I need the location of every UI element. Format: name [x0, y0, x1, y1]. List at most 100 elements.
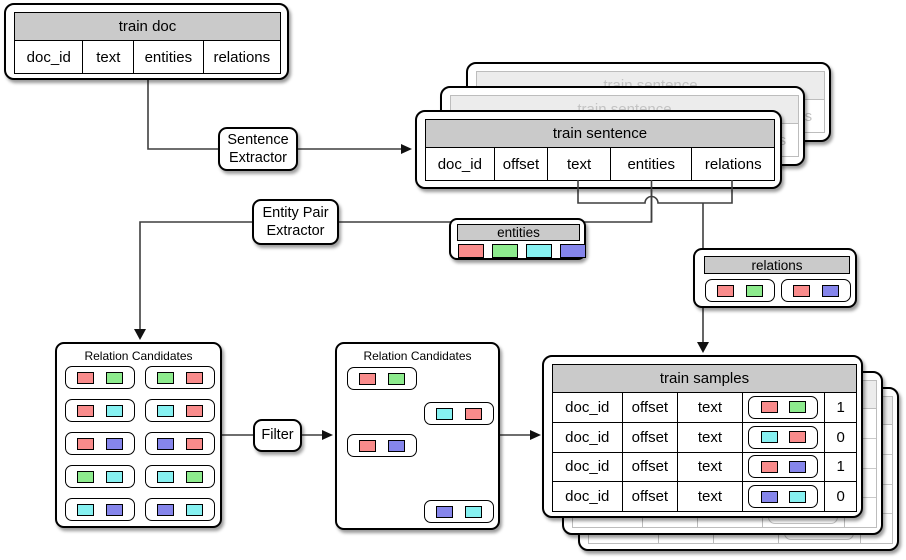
cyan-entity-swatch [789, 490, 807, 503]
train-samples-offset-cell: offset [623, 452, 679, 482]
cyan-entity-swatch [760, 431, 778, 444]
green-entity-swatch [745, 284, 763, 297]
entity-pair-extractor-label-line1: Entity Pair [262, 204, 329, 221]
train-samples-pair-cell [743, 393, 826, 422]
train-samples-doc_id-cell: doc_id [553, 422, 623, 452]
train-samples-title: train samples [553, 365, 856, 393]
entity-pair-cyan-red [748, 425, 819, 449]
cyan-entity-swatch [526, 244, 552, 258]
entity-pair-cyan-red [145, 399, 215, 422]
red-entity-swatch [359, 372, 377, 385]
filter-box: Filter [253, 419, 302, 452]
relations-chip-title: relations [704, 256, 850, 274]
relation-candidates-title: Relation Candidates [84, 349, 193, 363]
cyan-entity-swatch [105, 404, 123, 417]
column-offset: offset [495, 148, 549, 180]
train-samples-doc_id-cell: doc_id [553, 482, 623, 511]
entity-pair-cyan-green [145, 465, 215, 488]
train-samples-label-cell: 0 [836, 488, 845, 506]
entity-pair-extractor-label-line2: Extractor [266, 223, 325, 239]
green-entity-swatch [789, 401, 807, 414]
cyan-entity-swatch [157, 404, 175, 417]
entity-pair-cyan-red [424, 402, 494, 425]
cyan-entity-swatch [464, 505, 482, 518]
column-relations: relations [704, 155, 762, 173]
sentence-extractor-label-line1: Sentence [227, 131, 289, 148]
entity-pair-red-green [65, 366, 135, 389]
train-samples-pair-cell [743, 422, 826, 452]
red-entity-swatch [77, 437, 95, 450]
red-entity-swatch [77, 404, 95, 417]
blue-entity-swatch [789, 460, 807, 473]
relations-chip-pairs [705, 279, 851, 302]
entity-pair-red-blue [65, 432, 135, 455]
arrowhead-into-filtered-candidates [322, 430, 333, 440]
train-samples-offset-cell: offset [623, 422, 679, 452]
sentence-extractor-box: Sentence Extractor [218, 127, 298, 171]
entity-pair-red-blue [347, 434, 417, 457]
edge-entities-to-relationcandidates [139, 190, 653, 332]
red-entity-swatch [717, 284, 735, 297]
train-samples-label-cell: 1 [836, 398, 845, 416]
column-text: text [548, 148, 611, 180]
entity-pair-red-blue [781, 279, 851, 302]
red-entity-swatch [185, 437, 203, 450]
green-entity-swatch [185, 470, 203, 483]
arrowhead-into-trainsamples-left [530, 430, 541, 440]
cyan-entity-swatch [185, 503, 203, 516]
blue-entity-swatch [436, 505, 454, 518]
cyan-entity-swatch [157, 470, 175, 483]
train-samples-pair-cell [743, 482, 826, 511]
train-doc-title: train doc [15, 13, 280, 41]
column-entities: entities [134, 41, 204, 73]
filter-label: Filter [261, 427, 294, 444]
entity-pair-blue-cyan [748, 485, 819, 509]
entity-pair-red-cyan [65, 399, 135, 422]
red-entity-swatch [760, 401, 778, 414]
train-samples-text-cell: text [678, 393, 743, 422]
column-entities: entities [611, 148, 693, 180]
column-doc_id: doc_id [15, 41, 84, 73]
train-samples-offset-cell: offset [623, 393, 679, 422]
red-entity-swatch [185, 404, 203, 417]
blue-entity-swatch [760, 490, 778, 503]
train-samples-text-cell: text [678, 422, 743, 452]
entity-pair-blue-cyan [424, 500, 494, 523]
blue-entity-swatch [105, 437, 123, 450]
red-entity-swatch [458, 244, 484, 258]
edge-text-relations-bracket [577, 190, 733, 204]
entities-chip-title: entities [457, 224, 580, 241]
train-samples-text-cell: text [678, 452, 743, 482]
red-entity-swatch [464, 407, 482, 420]
entity-pair-cyan-blue [65, 498, 135, 521]
train-samples-doc_id-cell: doc_id [553, 393, 623, 422]
blue-entity-swatch [157, 503, 175, 516]
sentence-extractor-label-line2: Extractor [228, 150, 287, 166]
entity-pair-extractor-box: Entity Pair Extractor [252, 199, 339, 245]
cyan-entity-swatch [105, 470, 123, 483]
red-entity-swatch [77, 371, 95, 384]
blue-entity-swatch [105, 503, 123, 516]
entity-pair-red-green [705, 279, 775, 302]
relation-candidates-filtered-title: Relation Candidates [363, 349, 472, 363]
entity-pair-red-blue [748, 455, 819, 479]
arrowhead-into-trainsentence [401, 144, 412, 154]
train-samples-doc_id-cell: doc_id [553, 452, 623, 482]
green-entity-swatch [157, 371, 175, 384]
blue-entity-swatch [157, 437, 175, 450]
red-entity-swatch [760, 460, 778, 473]
red-entity-swatch [185, 371, 203, 384]
train-sentence-title: train sentence [426, 120, 774, 148]
column-doc_id: doc_id [426, 148, 495, 180]
cyan-entity-swatch [77, 503, 95, 516]
